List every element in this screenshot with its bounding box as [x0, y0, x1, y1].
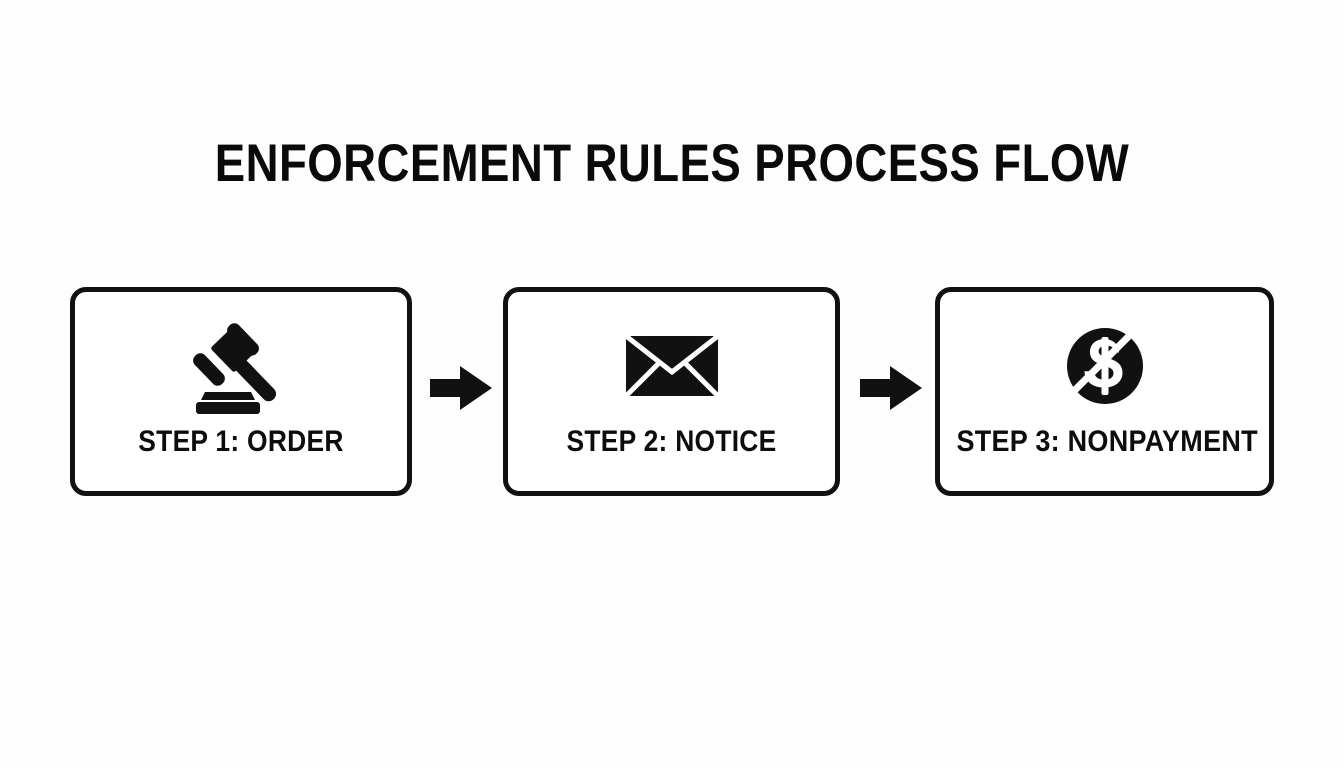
- step-card-1[interactable]: STEP 1: ORDER: [70, 287, 412, 496]
- step-2-label: STEP 2: NOTICE: [566, 425, 777, 458]
- step-card-3[interactable]: STEP 3: NONPAYMENT: [935, 287, 1274, 496]
- page-title: ENFORCEMENT RULES PROCESS FLOW: [214, 134, 1130, 193]
- step-3-label: STEP 3: NONPAYMENT: [956, 425, 1258, 458]
- step-1-label: STEP 1: ORDER: [138, 425, 344, 458]
- step-3-icon-slot: [940, 318, 1269, 414]
- gavel-icon: [188, 318, 294, 414]
- envelope-icon: [625, 336, 718, 396]
- no-money-icon: [1066, 327, 1144, 405]
- step-card-2[interactable]: STEP 2: NOTICE: [503, 287, 840, 496]
- process-flow: STEP 1: ORDER STEP 2: [70, 287, 1274, 496]
- step-2-icon-slot: [508, 318, 835, 414]
- arrow-right-icon: [430, 365, 492, 411]
- step-1-icon-slot: [75, 318, 407, 414]
- arrow-right-icon: [860, 365, 922, 411]
